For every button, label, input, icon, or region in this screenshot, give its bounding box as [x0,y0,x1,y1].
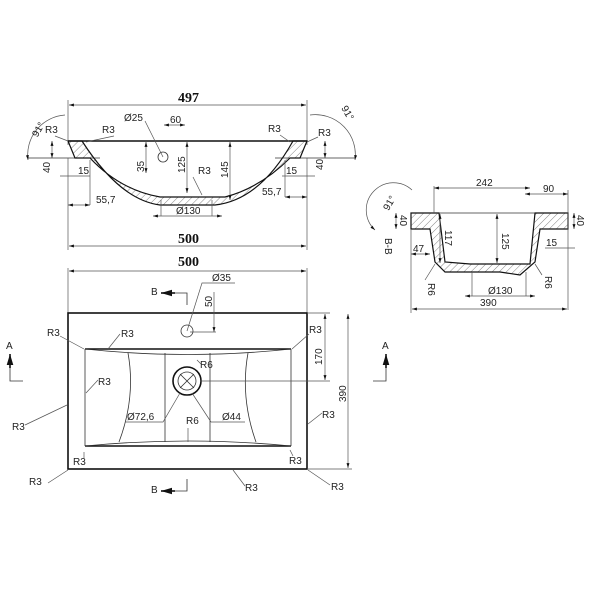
dim-497-label: 497 [178,91,199,106]
section-marker-b-bottom: B [151,485,158,496]
drain-diameter-label: Ø130 [176,206,201,217]
sink-outline [67,312,308,470]
section-b-hatch [410,212,569,276]
rim-width-label: 90 [543,184,555,195]
section-a-view: 497 91° 91° R3 R3 R3 R3 R3 Ø25 60 35 125… [25,91,358,250]
lip-left-label: 47 [413,244,425,255]
drain-outer-diameter-label: Ø72,6 [127,412,155,423]
drain-offset-label: 170 [314,348,325,365]
depth-117-label: 117 [442,230,453,246]
tap-offset-label: 60 [170,115,182,126]
radius-label: R3 [289,456,302,467]
angle-right-label: 91° [338,104,355,123]
edge-left-label: 55,7 [96,195,116,206]
radius-label: R3 [318,128,331,139]
section-marker-a-right: A [382,341,389,352]
rim-right-label: 40 [315,158,326,170]
depth-125-label: 125 [177,156,188,173]
radius-label: R3 [73,457,86,468]
lip-left-label: 15 [78,166,90,177]
lip-right-label: 15 [286,166,298,177]
radius-label: R6 [425,283,436,296]
tap-hole-diameter-label: Ø35 [212,273,231,284]
radius-label: R3 [12,422,25,433]
radius-label: R3 [245,483,258,494]
radius-label: R3 [45,125,58,136]
drain-inner-circle [177,371,197,391]
lip-right-label: 15 [546,238,558,249]
plan-view: 500 Ø35 50 170 390 Ø72,6 Ø44 R6 R6 R3 R3… [6,255,390,496]
radius-label: R3 [102,125,115,136]
radius-label: R3 [268,124,281,135]
dim-500-label: 500 [178,232,199,247]
depth-145-label: 145 [220,161,231,178]
drain-inner-diameter-label: Ø44 [222,412,241,423]
plan-width-label: 500 [178,255,199,270]
tap-hole-circle [180,324,194,338]
radius-label: R3 [331,482,344,493]
drain-diameter-label: Ø130 [488,286,513,297]
plan-depth-label: 390 [338,385,349,402]
tap-depth-label: 35 [136,160,147,172]
depth-125-label: 125 [499,233,510,250]
section-marker-a-left: A [6,341,13,352]
edge-right-label: 55,7 [262,187,282,198]
section-marker-b-top: B [151,287,158,298]
radius-label: R3 [309,325,322,336]
bowl-section-hatch [67,140,308,206]
tap-offset-label: 50 [204,295,215,307]
rim-right-label: 40 [574,215,585,227]
rim-left-label: 40 [42,161,53,173]
radius-label: R3 [322,410,335,421]
angle-label: 91° [382,194,399,213]
section-b-view: 91° 40 B-B 242 90 40 117 125 47 15 R6 R6… [365,178,585,313]
tap-hole-circle [157,151,169,163]
tap-hole-diameter-label: Ø25 [124,113,143,124]
inner-width-label: 242 [476,178,493,189]
radius-label: R3 [198,166,211,177]
radius-label: R3 [98,377,111,388]
radius-label: R3 [47,328,60,339]
section-label: B-B [382,238,393,255]
rim-left-label: 40 [397,215,408,227]
overall-width-label: 390 [480,298,497,309]
radius-label: R6 [542,276,553,289]
radius-label: R3 [29,477,42,488]
radius-label: R3 [121,329,134,340]
radius-label: R6 [200,360,213,371]
radius-label: R6 [186,416,199,427]
